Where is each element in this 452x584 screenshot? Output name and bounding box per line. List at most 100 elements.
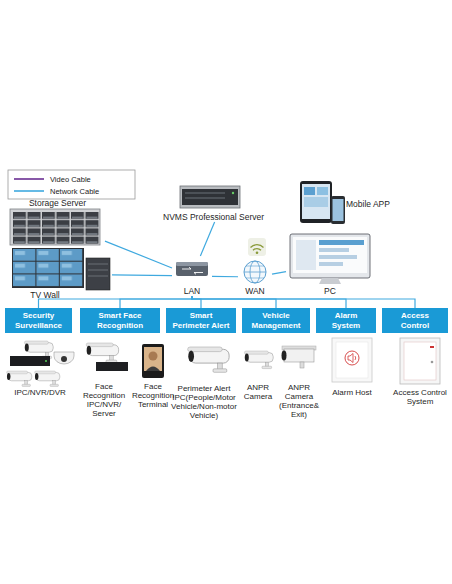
device-item: ANPR Camera (Entrance& Exit) [276,340,322,418]
device-item: Access Control System [389,336,451,410]
alarm-speaker-ring [345,351,359,365]
bullet-camera [7,371,32,386]
switch-node: LAN [172,256,212,296]
network-cable [272,272,286,274]
device-caption: Access Control System [389,388,451,406]
header-label: Smart Face Recognition [86,311,154,330]
header-label: Vehicle Management [248,311,304,330]
switch-body [176,262,208,276]
device-label: LAN [172,286,212,296]
switch-arrows [182,267,203,274]
bullet-camera [86,343,118,363]
monitor-screen [293,237,367,273]
bullet-camera [35,371,60,386]
tablet-screen [302,184,330,219]
decoder-slot [88,264,108,265]
access-control-lock [431,361,434,364]
device-label: Mobile APP [346,199,392,209]
box-camera-mount [300,362,304,368]
network-cable [192,296,201,308]
device-caption: IPC/NVR/DVR [4,388,76,397]
category-header: Smart Perimeter Alert [166,308,236,333]
tv-wall-frame [12,248,84,288]
device-node: TV Wall [10,246,112,302]
video-decoder [86,258,110,290]
category-header: Vehicle Management [242,308,310,333]
device-caption: Face Recognition IPC/NVR/ Server [80,382,128,418]
phone-screen [333,199,344,221]
alarm-host-case [332,338,372,382]
wifi-arc [251,245,264,248]
device-node: Mobile APP [298,178,392,228]
decoder-slot [88,270,108,271]
dome-camera [54,352,74,364]
tablet-tile [304,187,315,195]
legend-label: Network Cable [50,187,99,196]
face-terminal-body [142,344,164,378]
nvms-server-slot [185,193,225,194]
header-label: Alarm System [322,311,370,330]
device-label: WAN [238,286,272,296]
box-camera-body [284,349,314,362]
header-label: Security Surveillance [11,311,66,330]
device-label: NVMS Professional Server [163,212,283,222]
header-label: Access Control [388,311,442,330]
device-label: Storage Server [10,198,105,208]
device-caption: ANPR Camera [240,383,276,401]
nvms-server-chassis [180,186,240,208]
nvms-server-light [232,192,234,194]
wan-node: WAN [238,258,272,296]
face-terminal-shoulders [146,367,160,372]
screen-bar [319,255,357,259]
header-label: Smart Perimeter Alert [172,311,231,330]
legend-label: Video Cable [50,175,91,184]
device-item: IPC/NVR/DVR [4,336,76,398]
face-terminal-screen [144,347,162,371]
tablet-tile [304,197,328,207]
device-caption: Alarm Host [326,388,378,397]
tablet-body [300,181,332,223]
device-item: Alarm Host [326,336,378,400]
network-cable [192,296,276,308]
face-server-box [96,362,128,371]
device-node: PC [286,232,374,296]
device-caption: ANPR Camera (Entrance& Exit) [276,383,322,419]
globe-latitude [246,266,264,278]
switch-top [176,262,208,266]
device-node: Storage Server [10,198,105,246]
box-camera-lens [282,351,287,361]
decoder-slot [88,276,108,277]
nvr-box [10,356,50,366]
phone-body [331,196,345,224]
nvms-server-slot [185,198,225,199]
wifi-dot [256,252,259,255]
storage-server-chassis [10,209,100,245]
access-control-door [404,342,436,380]
network-cable [192,296,346,308]
device-label: TV Wall [10,290,80,300]
bullet-camera [24,341,53,359]
wifi-tile [248,238,266,256]
category-header: Alarm System [316,308,376,333]
tablet-tile [317,187,328,195]
device-item: Perimeter Alert IPC(People/Motor Vehicle… [168,340,240,418]
device-node: NVMS Professional Server [163,182,283,222]
screen-bar [319,240,364,245]
screen-bar [319,248,349,252]
network-cable [112,274,172,276]
video-cable-sample [14,178,44,180]
nvms-server-panel [182,189,238,205]
network-cable [39,296,193,308]
globe-equator [244,272,266,273]
face-terminal-face [149,352,158,361]
network-cable [105,241,172,268]
wifi-arc [253,249,261,251]
alarm-speaker-icon [348,354,356,363]
device-item: Face Recognition Terminal [129,338,177,404]
network-cable [192,296,415,308]
alarm-host-panel [336,342,368,378]
legend-frame [8,170,135,199]
category-header: Access Control [382,308,448,333]
